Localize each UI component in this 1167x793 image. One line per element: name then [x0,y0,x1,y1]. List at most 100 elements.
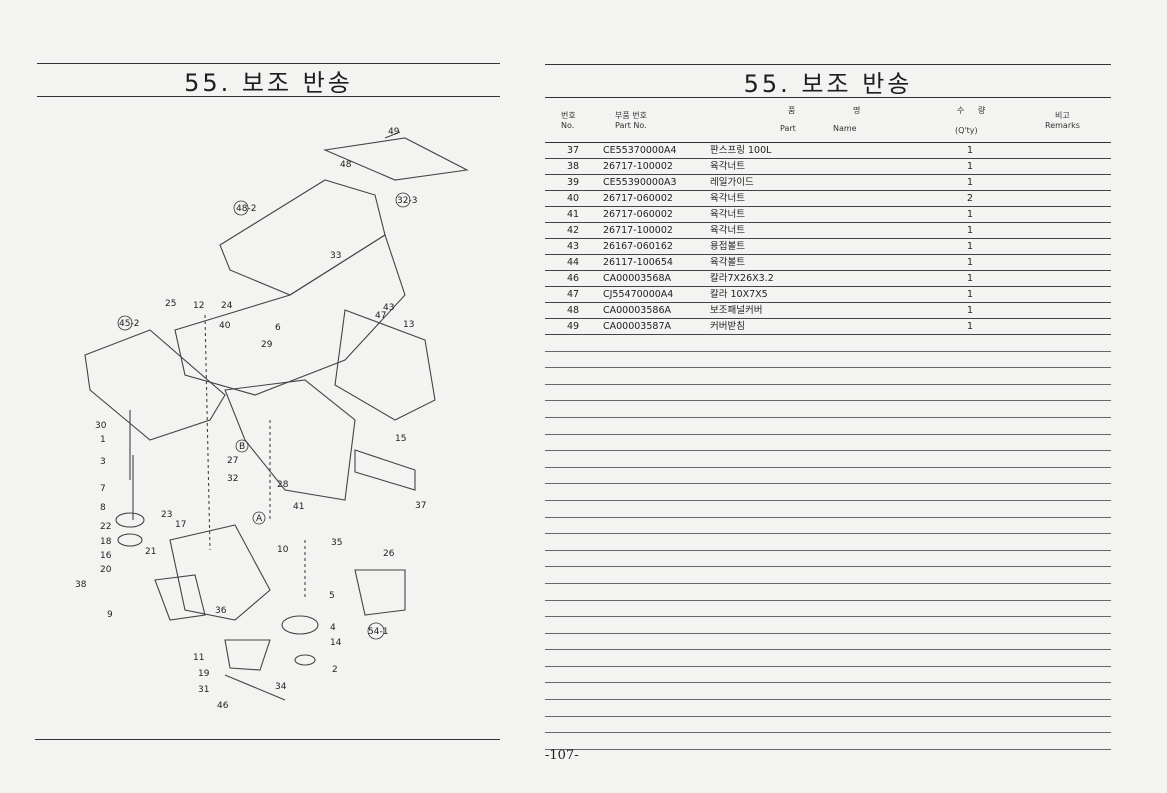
cell-qty: 1 [966,321,974,332]
parts-table: 번호 No. 부품 번호 Part No. 품 명 Part Name 수 량 … [545,102,1111,750]
empty-row [545,435,1111,452]
header-name-en-1: Part [780,124,796,133]
callout: 46 [217,701,229,711]
empty-row [545,650,1111,667]
cell-name: 보조패널커버 [710,305,763,316]
callout: 48-2 [236,204,256,214]
leader-1 [204,314,211,551]
callout: 26 [383,549,395,559]
cell-part: 26717-060002 [603,209,673,220]
header-part-en: Part No. [615,121,647,130]
callout: 31 [198,685,209,695]
table-header: 번호 No. 부품 번호 Part No. 품 명 Part Name 수 량 … [545,102,1111,143]
callout: 38 [75,580,87,590]
cell-part: 26717-100002 [603,225,673,236]
header-no-en: No. [561,121,575,130]
cell-name: 육각너트 [710,225,745,236]
callout: 18 [100,537,112,547]
lower-bracket [169,524,271,621]
callout: 6 [275,323,281,333]
empty-row [545,717,1111,734]
empty-row [545,468,1111,485]
cell-name: 칼라 10X7X5 [710,289,768,300]
empty-row [545,700,1111,717]
cell-qty: 2 [966,193,974,204]
cell-no: 39 [566,177,580,188]
cell-no: 44 [566,257,580,268]
callout: 22 [100,522,111,532]
callout: 14 [330,638,342,648]
cell-name: 칼라7X26X3.2 [710,273,774,284]
callout: 45-2 [119,319,139,329]
callout: 43 [383,303,394,313]
empty-table-rows [545,335,1111,750]
bottom-arm [224,639,271,671]
callout: 29 [261,340,273,350]
callout-circle [395,192,411,208]
empty-row [545,733,1111,750]
header-remarks-en: Remarks [1045,121,1080,130]
callout: 36 [215,606,227,616]
page-number: -107- [545,748,579,763]
cell-no: 49 [566,321,580,332]
empty-row [545,484,1111,501]
header-no-ko: 번호 [561,111,576,120]
table-row: 41 26717-060002 육각너트 1 [545,207,1111,223]
empty-row [545,601,1111,618]
callout: 34 [275,682,287,692]
diagram-svg: 49 48 48-2 32-3 33 25 12 24 45-2 40 43 4… [75,127,469,711]
callout: 28 [277,480,289,490]
cell-no: 47 [566,289,580,300]
cell-qty: 1 [966,209,974,220]
header-qty-ko-1: 수 [957,106,965,115]
cell-qty: 1 [966,241,974,252]
empty-row [545,617,1111,634]
cell-part: 26117-100654 [603,257,673,268]
pulley-right [281,615,319,635]
cell-name: 육각너트 [710,193,745,204]
cell-no: 41 [566,209,580,220]
cover-plate-48 [323,137,469,181]
cell-no: 43 [566,241,580,252]
callout: 47 [375,311,386,321]
washer-right [294,654,316,666]
header-name-en-2: Name [833,124,857,133]
callout: 32 [227,474,238,484]
callout: 10 [277,545,289,555]
cell-no: 38 [566,161,580,172]
callout: A [256,514,263,524]
cell-name: 육각볼트 [710,257,745,268]
cell-no: 40 [566,193,580,204]
empty-row [545,385,1111,402]
right-bracket [354,569,406,616]
cell-qty: 1 [966,305,974,316]
callout-circle [117,315,133,331]
empty-row [545,683,1111,701]
callout: 21 [145,547,156,557]
cell-no: 42 [566,225,580,236]
middle-panel [174,234,406,396]
empty-row [545,534,1111,551]
header-part-ko: 부품 번호 [615,111,647,120]
cell-no: 46 [566,273,580,284]
callout: 23 [161,510,172,520]
callout: 7 [100,484,106,494]
empty-row [545,352,1111,369]
callout: 2 [332,665,338,675]
empty-row [545,401,1111,418]
callout: 16 [100,551,112,561]
cell-qty: 1 [966,289,974,300]
pulley-cover [154,574,206,621]
callout-circle [252,511,266,525]
callout: B [239,442,245,452]
callout: 4 [330,623,336,633]
empty-row [545,451,1111,468]
right-page-title: 55. 보조 반송 [545,64,1111,98]
cell-part: 26167-060162 [603,241,673,252]
cell-name: 육각너트 [710,209,745,220]
